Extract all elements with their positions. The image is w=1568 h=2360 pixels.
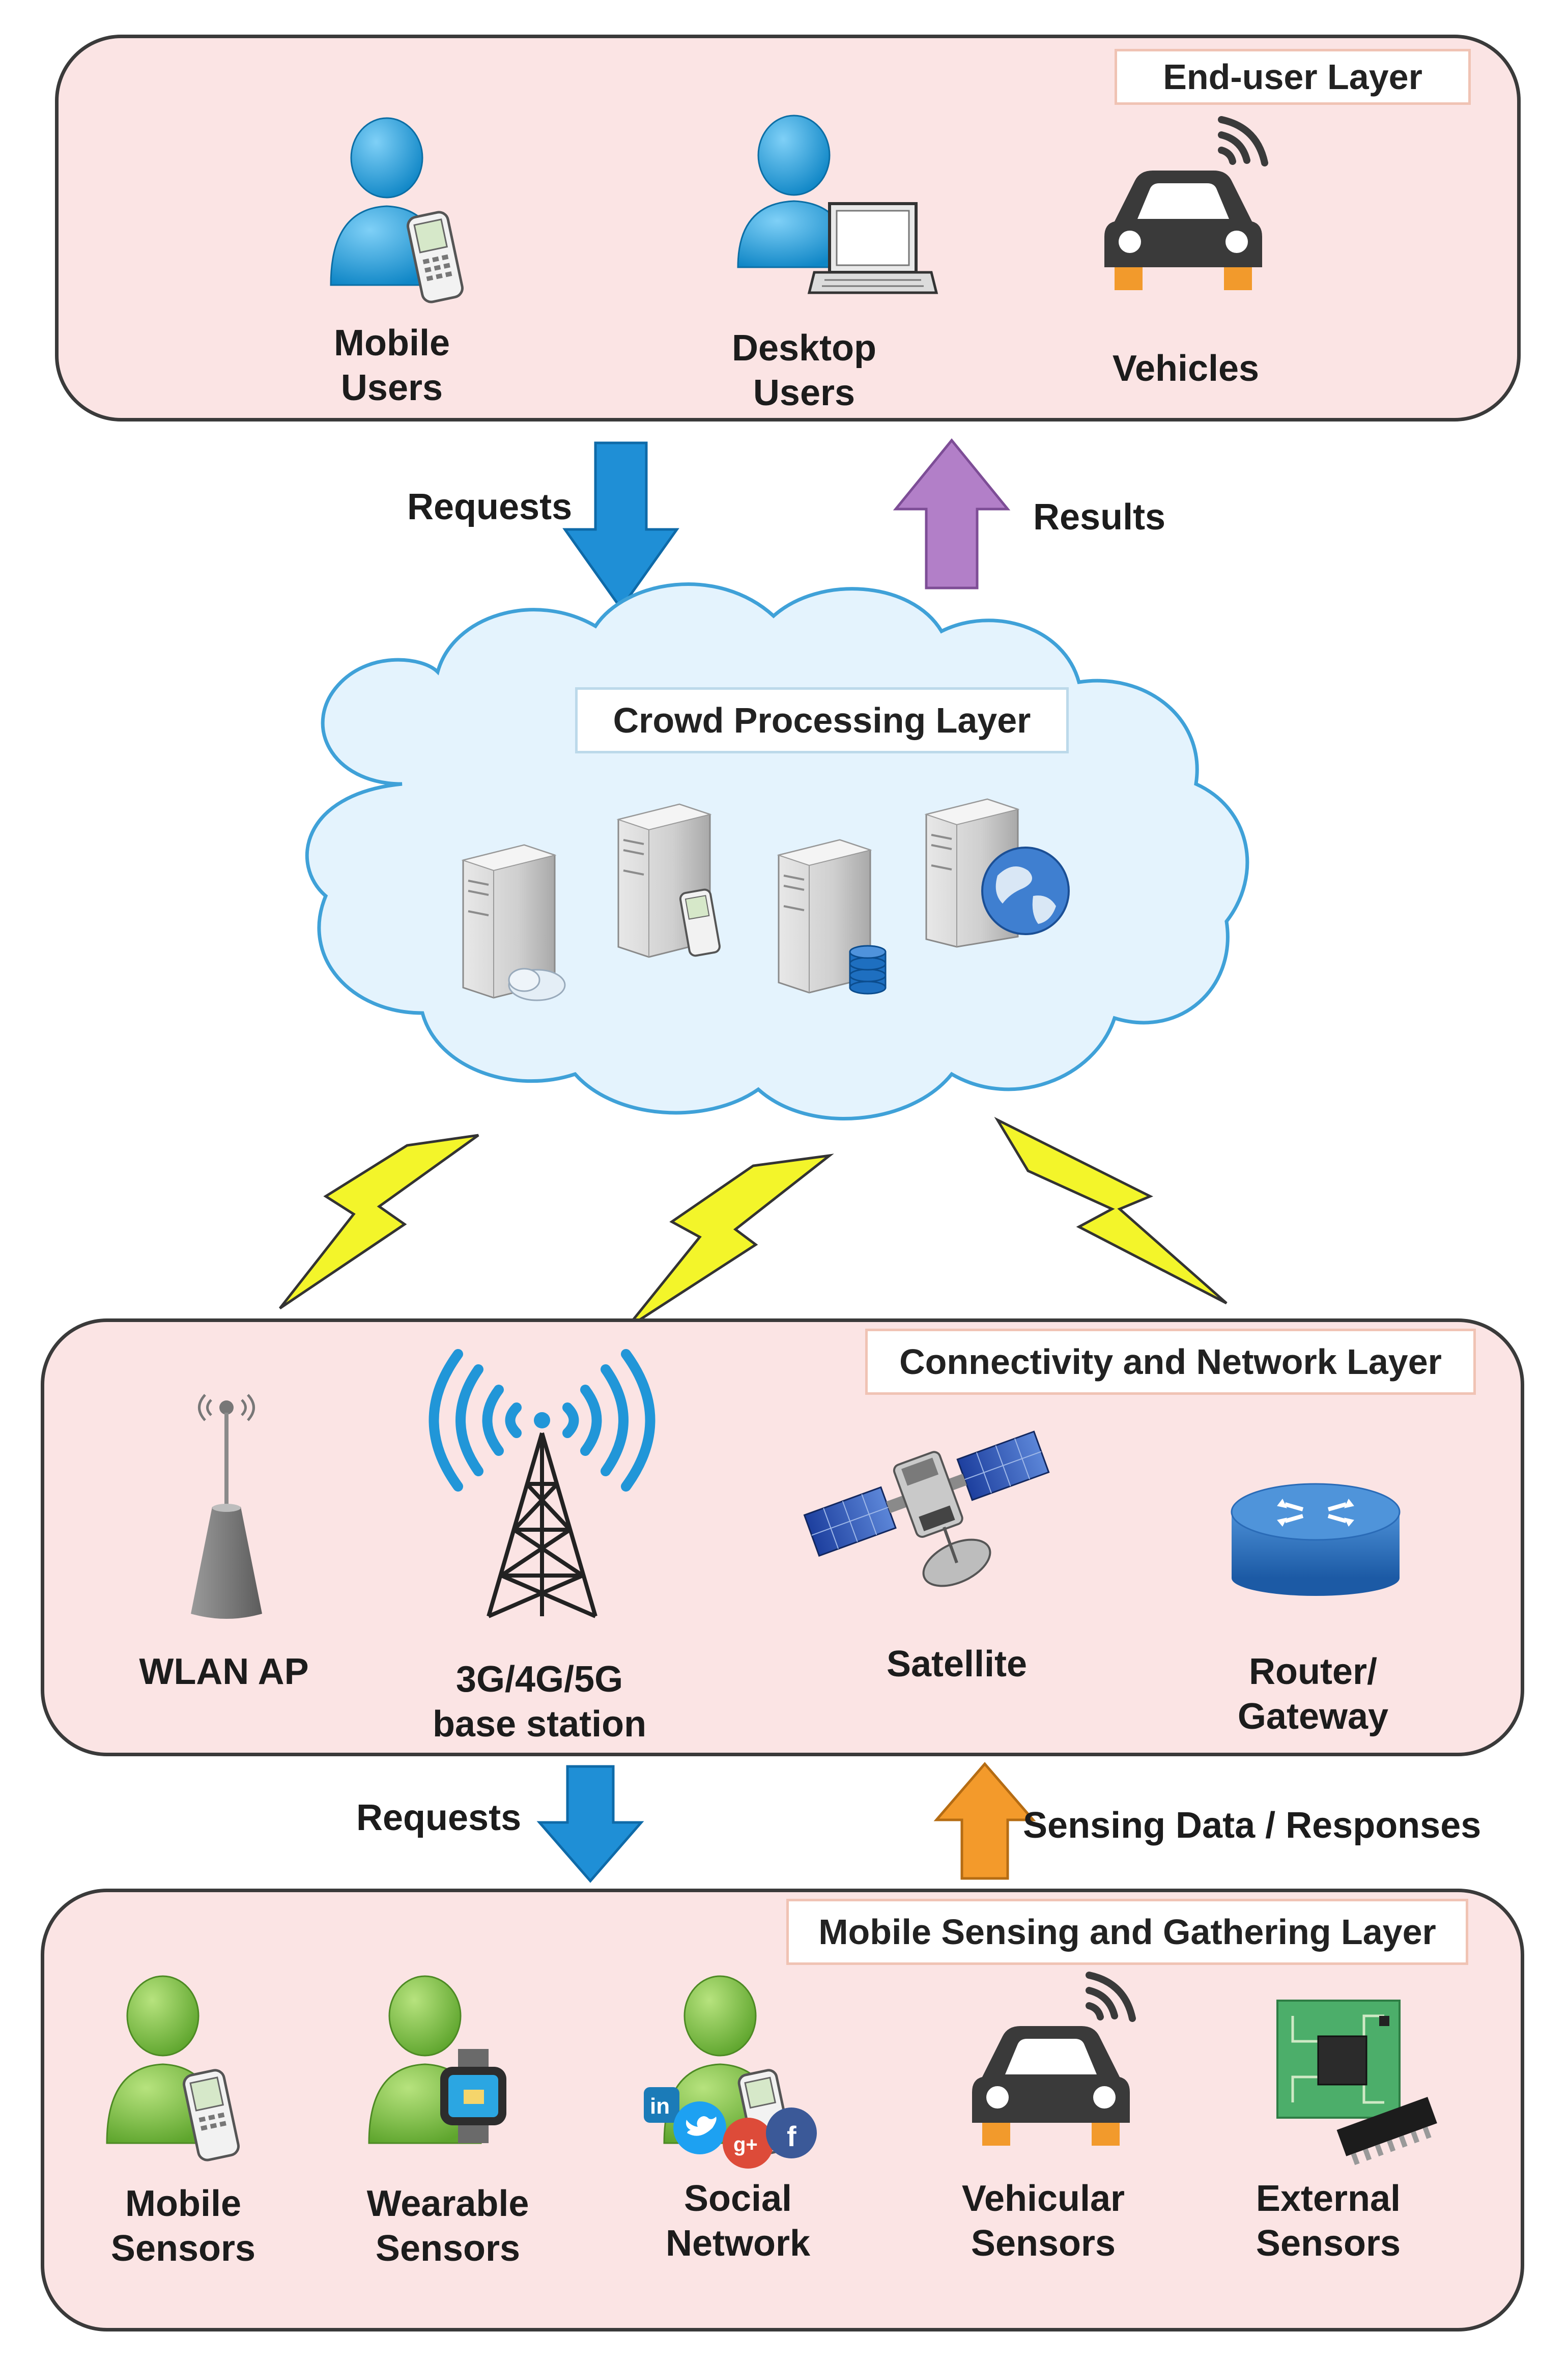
requests-bottom-label: Requests xyxy=(356,1797,522,1838)
wlan-ap-icon xyxy=(191,1394,262,1619)
lightning-bolt-right xyxy=(994,1116,1228,1305)
wearable-sensor-user-icon xyxy=(368,1975,506,2144)
lightning-bolt-middle xyxy=(625,1154,834,1330)
cell-tower-icon xyxy=(429,1349,655,1618)
svg-text:g+: g+ xyxy=(733,2133,758,2156)
results-up-arrow xyxy=(893,438,1011,589)
linkedin-icon: in xyxy=(650,2094,670,2119)
server-globe-icon xyxy=(924,798,1070,948)
sensing-data-responses-label: Sensing Data / Responses xyxy=(1023,1805,1481,1846)
sensing-data-up-arrow xyxy=(933,1762,1036,1880)
google-plus-icon: g+ xyxy=(733,2133,758,2156)
lightning-bolt-left xyxy=(279,1134,479,1310)
wlan-ap-label: WLAN AP xyxy=(139,1651,309,1692)
router-icon xyxy=(1231,1483,1401,1596)
mobile-sensor-user-icon xyxy=(106,1975,240,2161)
vehicular-sensor-car-icon xyxy=(972,1972,1136,2146)
crowd-layer-title: Crowd Processing Layer xyxy=(575,687,1069,753)
desktop-user-icon xyxy=(737,115,938,294)
twitter-icon xyxy=(686,2116,717,2136)
server-cloud-icon xyxy=(461,844,566,1001)
svg-text:in: in xyxy=(650,2094,670,2119)
mobile-user-icon xyxy=(330,117,464,303)
sensing-layer-title: Mobile Sensing and Gathering Layer xyxy=(786,1899,1468,1965)
results-label: Results xyxy=(1033,497,1166,538)
requests-down-arrow xyxy=(562,441,679,611)
requests-top-label: Requests xyxy=(407,487,573,527)
facebook-icon: f xyxy=(787,2120,796,2152)
router-gateway-label: Router/Gateway xyxy=(1237,1651,1389,1737)
requests-down-arrow-bottom xyxy=(536,1765,644,1883)
satellite-icon xyxy=(803,1430,1050,1587)
network-layer-title: Connectivity and Network Layer xyxy=(865,1329,1476,1395)
vehicles-label: Vehicles xyxy=(1112,348,1260,389)
social-network-user-icon xyxy=(644,1975,817,2169)
svg-text:f: f xyxy=(787,2120,796,2152)
car-icon xyxy=(1104,116,1268,290)
server-database-icon xyxy=(777,839,887,995)
satellite-label: Satellite xyxy=(886,1644,1028,1684)
server-mobile-icon xyxy=(616,803,721,958)
end-user-layer-title: End-user Layer xyxy=(1115,49,1471,105)
chip-icon xyxy=(1276,2000,1437,2166)
